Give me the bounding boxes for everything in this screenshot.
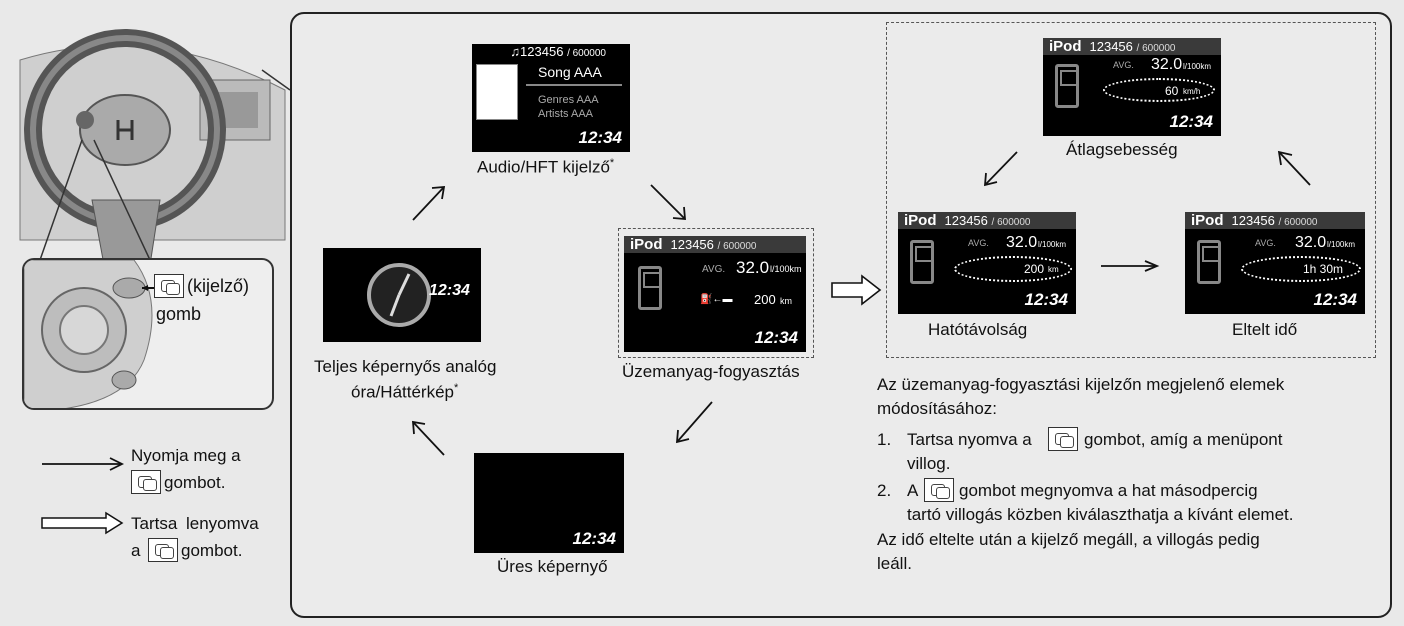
- display-button-icon: [1048, 427, 1078, 451]
- blank-screen: 12:34: [474, 453, 624, 553]
- step1-a: Tartsa nyomva a: [907, 430, 1032, 449]
- display-button-icon: [924, 478, 954, 502]
- arrow-audio-to-fuel: [650, 184, 686, 220]
- arrow-fuel-to-blank: [676, 401, 713, 443]
- step1-c: villog.: [907, 454, 951, 473]
- hollow-arrow-icon: [41, 511, 124, 535]
- display-button-icon: [154, 274, 184, 298]
- step2-a: A: [907, 481, 919, 500]
- thin-arrow-icon: [42, 457, 125, 471]
- album-art: [476, 64, 518, 120]
- elapsed-caption: Eltelt idő: [1232, 320, 1298, 339]
- audio-counter: 123456: [520, 44, 564, 59]
- legend-hold-line2b: gombot.: [181, 541, 243, 560]
- step2-num: 2.: [877, 481, 892, 500]
- steering-spoke-closeup: [24, 260, 166, 408]
- intro-line1: Az üzemanyag-fogyasztási kijelzőn megjel…: [877, 375, 1285, 394]
- audio-caption: Audio/HFT kijelző*: [477, 157, 615, 177]
- legend-hold-line1a: Tartsa: [131, 514, 178, 533]
- flashing-items-dashed-frame: [886, 22, 1376, 358]
- clock-time: 12:34: [429, 282, 470, 299]
- outro-line2: leáll.: [877, 554, 912, 573]
- fuel-dashed-frame: [618, 228, 814, 358]
- audio-song: Song AAA: [538, 64, 602, 80]
- legend-hold-line1b: lenyomva: [186, 514, 259, 533]
- step2-b: gombot megnyomva a hat másodpercig: [959, 481, 1258, 500]
- clock-caption-line2: óra/Háttérkép*: [351, 382, 459, 402]
- callout-label-suffix: (kijelző): [187, 276, 250, 296]
- blank-caption: Üres képernyő: [497, 557, 608, 576]
- clock-screen: 12:34: [323, 248, 481, 342]
- button-callout-box: (kijelző) gomb: [22, 258, 274, 410]
- intro-line2: módosításához:: [877, 399, 998, 418]
- outro-line1: Az idő eltelte után a kijelző megáll, a …: [877, 530, 1260, 549]
- legend-press-line1: Nyomja meg a: [131, 446, 241, 465]
- audio-screen: ♫123456 / 600000 Song AAA Genres AAA Art…: [472, 44, 630, 152]
- fuel-caption: Üzemanyag-fogyasztás: [622, 362, 800, 381]
- callout-label-line2: gomb: [156, 304, 202, 324]
- display-button-icon: [148, 538, 178, 562]
- analog-clock-icon: [367, 263, 431, 327]
- step1-num: 1.: [877, 430, 892, 449]
- step1-b: gombot, amíg a menüpont: [1084, 430, 1283, 449]
- legend-press-line2: gombot.: [164, 473, 226, 492]
- arrow-elapsed-to-avg: [1279, 152, 1311, 186]
- hold-arrow-fuel-to-items: [831, 274, 882, 306]
- audio-progress: [526, 84, 622, 86]
- arrow-clock-to-audio: [412, 186, 445, 221]
- arrow-blank-to-clock: [412, 421, 445, 456]
- audio-time: 12:34: [578, 128, 622, 147]
- arrow-avg-to-range: [984, 151, 1018, 186]
- audio-artists: Artists AAA: [538, 108, 594, 120]
- legend-hold-line2a: a: [131, 541, 141, 560]
- range-caption: Hatótávolság: [928, 320, 1028, 339]
- audio-genres: Genres AAA: [538, 94, 599, 106]
- clock-caption-line1: Teljes képernyős analóg: [314, 357, 497, 376]
- avg-speed-caption: Átlagsebesség: [1066, 140, 1178, 159]
- fuel-pump-icon: [638, 266, 662, 310]
- music-note-icon: ♫: [510, 44, 521, 59]
- audio-total: / 600000: [567, 48, 606, 59]
- step2-c: tartó villogás közben kiválaszthatja a k…: [907, 505, 1294, 524]
- steering-wheel-illustration: [0, 20, 292, 266]
- display-button-icon: [131, 470, 161, 494]
